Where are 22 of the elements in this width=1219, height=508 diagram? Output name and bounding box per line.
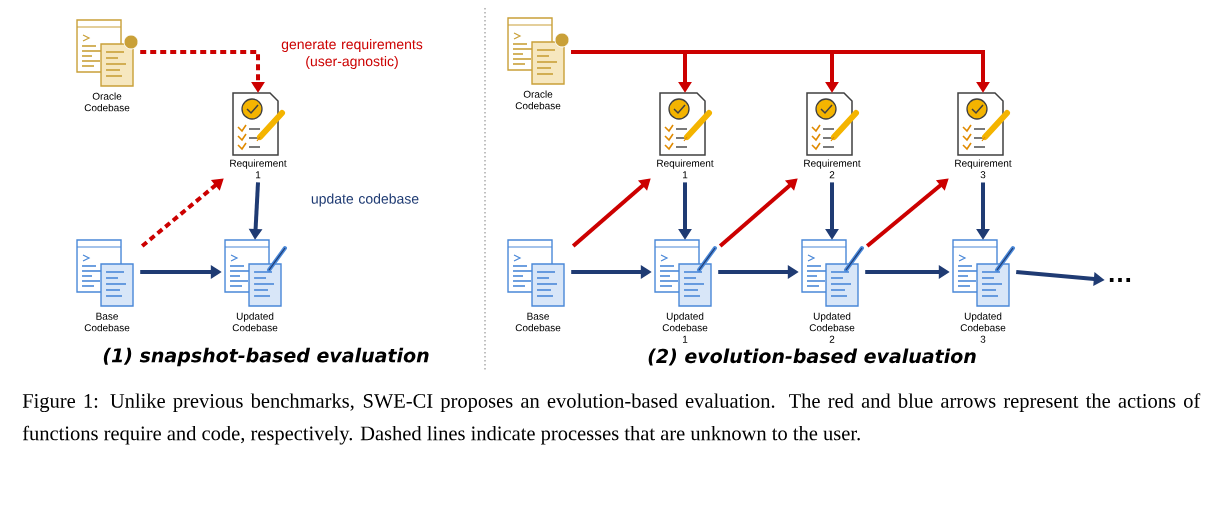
panel-heading: (2) evolution-based evaluation xyxy=(648,348,976,366)
ellipsis: … xyxy=(1109,278,1131,282)
panel-heading: (1) snapshot-based evaluation xyxy=(103,347,429,367)
icon-label: Updated Codebase 3 xyxy=(960,312,1006,343)
icon-label: Requirement 1 xyxy=(230,159,287,179)
icon-label: Updated Codebase 2 xyxy=(809,312,855,343)
edge-label: update codebase xyxy=(311,193,419,207)
arrow xyxy=(571,178,651,248)
icon-label: Requirement 3 xyxy=(955,159,1012,179)
icon-label: Updated Codebase 1 xyxy=(662,312,708,343)
arrow xyxy=(140,178,224,248)
icon-label: Base Codebase xyxy=(84,312,130,332)
icon-label: Requirement 1 xyxy=(657,159,714,179)
icon-label: Requirement 2 xyxy=(804,159,861,179)
edge-label: generate requirements (user-agnostic) xyxy=(281,38,423,69)
arrow xyxy=(865,178,949,248)
icon-label: Base Codebase xyxy=(515,312,561,332)
icon-label: Oracle Codebase xyxy=(515,90,561,110)
icon-label: Updated Codebase xyxy=(232,312,278,332)
icon-label: Oracle Codebase xyxy=(84,92,130,112)
figure-caption: Figure 1: Unlike previous benchmarks, SWE-CI proposes an evolution-based evaluation. The red and blue arrows represent the actions of functions require and code, respectively. Dashed lines indicate processes that are unknown to the user. xyxy=(22,393,1201,445)
arrow xyxy=(718,178,798,248)
